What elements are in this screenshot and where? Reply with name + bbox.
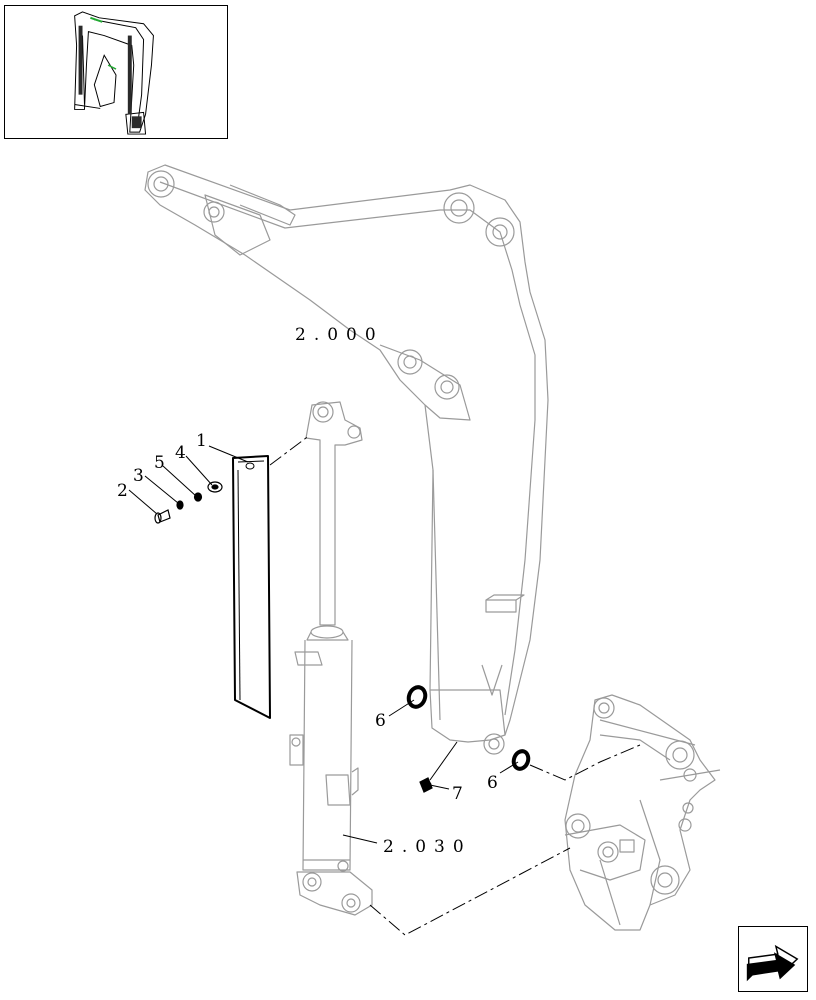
bolt-washer-stack	[154, 481, 223, 524]
coupler-drawing	[564, 694, 721, 931]
callout-1: 1	[196, 431, 207, 451]
overview-thumbnail	[4, 5, 228, 139]
assembly-lines	[269, 434, 641, 936]
next-page-arrow-icon	[746, 944, 799, 982]
next-page-button[interactable]	[738, 926, 808, 992]
callout-6a: 6	[375, 711, 386, 731]
callout-5: 5	[154, 453, 165, 473]
reference-cylinder: 2.030	[383, 837, 472, 857]
callout-labels: 1 2 3 4 5 6 6 7 2.000 2.030	[117, 325, 498, 857]
cylinder-drawing	[289, 401, 373, 916]
callout-2: 2	[117, 481, 128, 501]
leader-lines	[128, 445, 519, 844]
callout-4: 4	[175, 443, 186, 463]
seal-rings	[406, 685, 531, 771]
callout-7: 7	[452, 784, 463, 804]
boom-drawing	[144, 164, 549, 755]
callout-6b: 6	[487, 773, 498, 793]
reference-boom: 2.000	[295, 325, 384, 345]
part-1-cover-plate	[232, 455, 271, 719]
excavator-arm-overview-icon	[74, 11, 154, 135]
callout-3: 3	[133, 466, 144, 486]
